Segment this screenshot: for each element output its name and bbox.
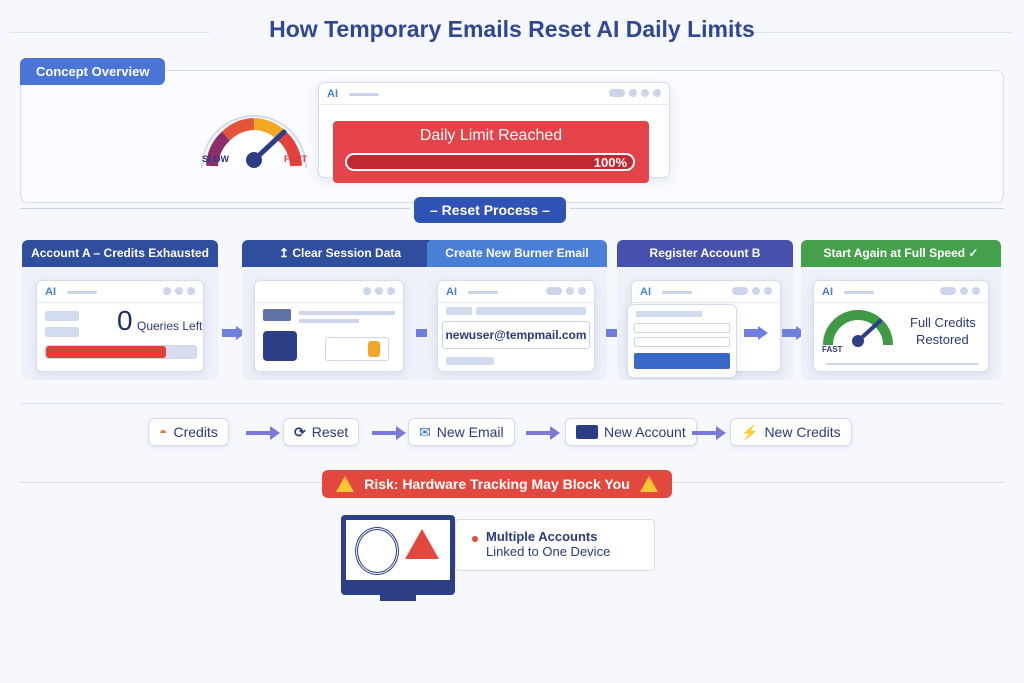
step-title: Create New Burner Email [427, 240, 607, 267]
monitor-icon [341, 515, 455, 595]
step-full-speed: Start Again at Full Speed ✓ AI FAST Full… [801, 240, 1001, 380]
broom-icon [325, 337, 389, 361]
arrow-icon [744, 326, 768, 340]
lightning-icon: ⚡ [741, 423, 759, 440]
daily-limit-text: Daily Limit Reached [419, 127, 563, 144]
ai-app-window: AI Daily Limit Reached 100% [318, 82, 670, 183]
progress-value: 100% [593, 155, 627, 170]
step-title: Account A – Credits Exhausted [22, 240, 218, 267]
speed-gauge: SLOW FAST [194, 108, 314, 172]
envelope-icon: ✉ [419, 423, 431, 440]
ai-logo: AI [327, 88, 338, 100]
risk-note: Multiple Accounts Linked to One Device [455, 519, 655, 571]
divider [712, 32, 1012, 33]
fingerprint-icon [355, 527, 399, 575]
step-burner-email: Create New Burner Email AI newuser@tempm… [427, 240, 607, 380]
gauge-slow-label: SLOW [202, 154, 229, 164]
arrow-icon [526, 426, 560, 440]
gauge-icon [823, 310, 893, 347]
daily-limit-alert: Daily Limit Reached 100% [333, 121, 649, 183]
register-button[interactable] [634, 353, 730, 369]
divider [10, 32, 210, 33]
gauge-icon: ◓ [159, 424, 168, 440]
email-field[interactable]: newuser@tempmail.com [442, 321, 590, 349]
step-title: Clear Session Data [292, 246, 402, 260]
reset-process-tag: – Reset Process – [414, 197, 566, 223]
concept-overview-tag: Concept Overview [20, 58, 166, 85]
risk-banner: Risk: Hardware Tracking May Block You [322, 470, 672, 498]
gauge-fast-label: FAST [822, 345, 843, 354]
queries-left-label: Queries Left [137, 319, 203, 333]
arrow-icon [246, 426, 280, 440]
warning-icon [639, 476, 658, 492]
arrow-icon [372, 426, 406, 440]
queries-count: 0 [117, 305, 133, 336]
risk-note-title: Multiple Accounts [486, 529, 598, 544]
restored-label: Restored [916, 332, 969, 347]
arrow-icon [222, 326, 246, 340]
gauge-icon [201, 115, 307, 169]
risk-note-text: Linked to One Device [486, 544, 611, 559]
limit-progress-bar: 100% [345, 153, 635, 171]
divider [570, 208, 1004, 209]
chip-new-credits: ⚡New Credits [730, 418, 852, 446]
step-clear-session: ↥ Clear Session Data [242, 240, 438, 380]
warning-icon [405, 529, 439, 559]
arrow-icon [692, 426, 726, 440]
divider [20, 208, 410, 209]
lock-icon [263, 331, 297, 361]
chip-credits: ◓Credits [148, 418, 229, 446]
bullet-icon [472, 536, 478, 542]
step-title: Start Again at Full Speed [823, 246, 966, 260]
step-account-a: Account A – Credits Exhausted AI 0 Queri… [22, 240, 218, 380]
divider [20, 403, 1004, 404]
full-credits-label: Full Credits [910, 315, 976, 330]
chip-reset: ⟳Reset [283, 418, 360, 446]
warning-icon [336, 476, 355, 492]
page-title: How Temporary Emails Reset AI Daily Limi… [269, 16, 755, 42]
step-register-b: Register Account B AI [617, 240, 793, 380]
id-card-icon [576, 425, 598, 439]
chip-new-account: New Account [565, 418, 697, 446]
chip-new-email: ✉New Email [408, 418, 515, 446]
signup-form [627, 304, 737, 378]
refresh-icon: ⟳ [294, 423, 306, 440]
step-title: Register Account B [617, 240, 793, 267]
gauge-fast-label: FAST [284, 154, 308, 164]
